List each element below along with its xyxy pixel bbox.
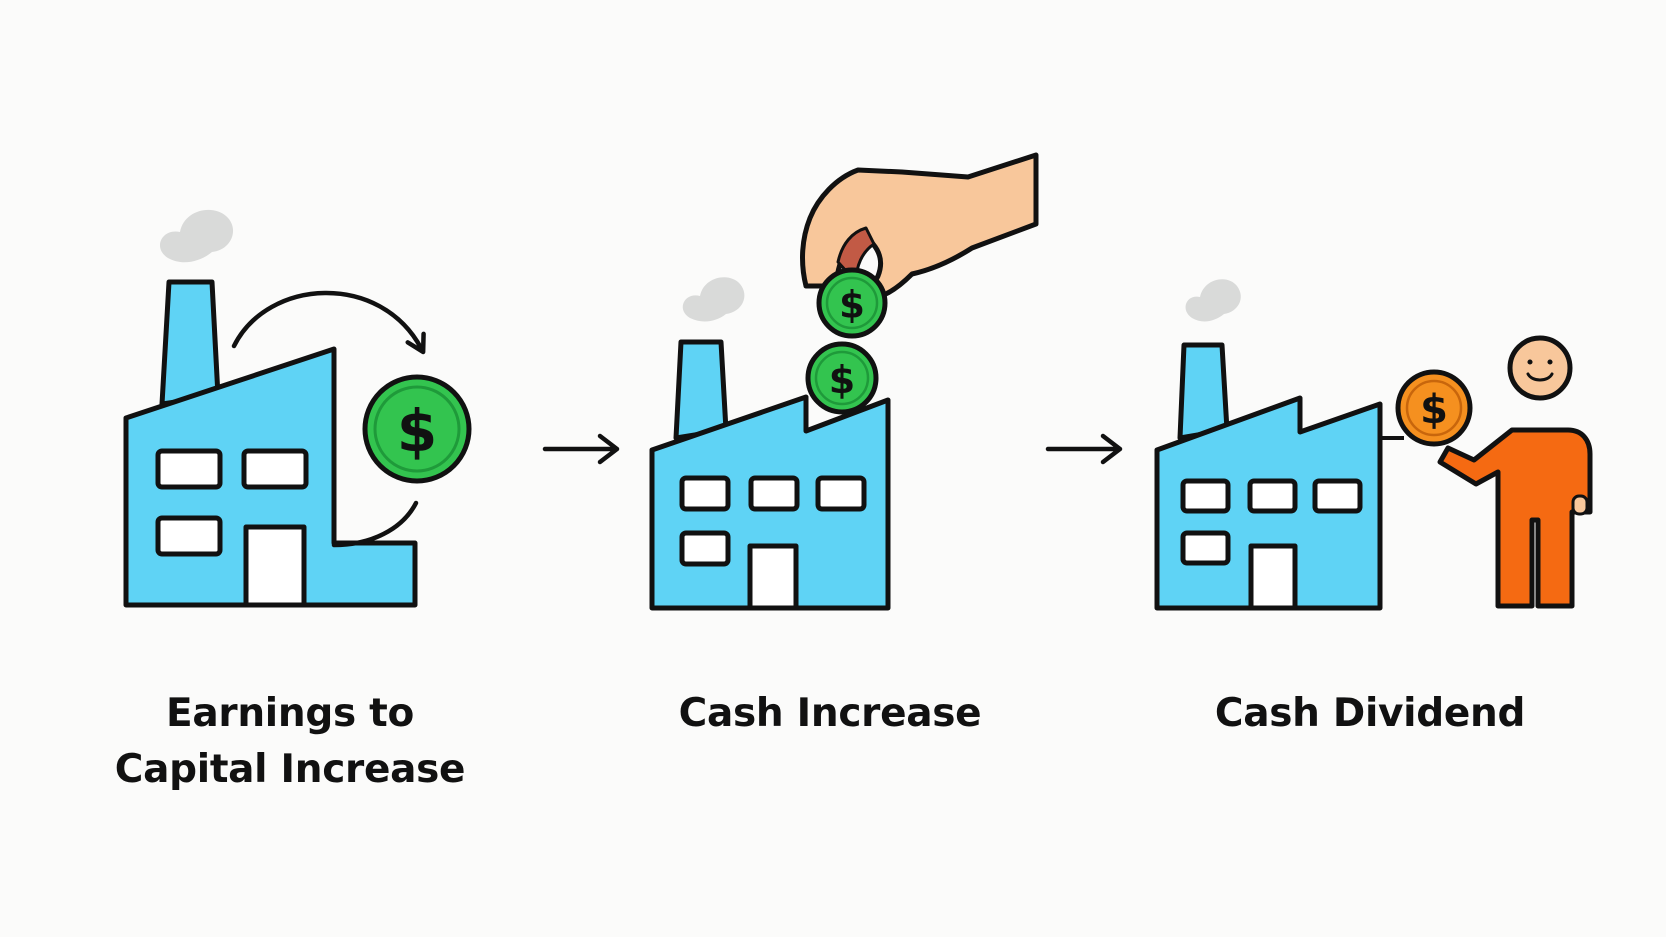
arrow-right-icon [542,433,620,465]
curved-arrow-icon [231,290,426,355]
person-icon [1437,335,1593,609]
stage-cash-dividend: $ [1154,279,1593,611]
stage-label-cash-dividend: Cash Dividend [1160,686,1580,742]
smoke-icon [1185,279,1241,322]
stage-cash-increase: $ $ [649,152,1039,611]
dollar-sign: $ [829,358,855,402]
stage-label-line: Earnings to [166,691,414,736]
dollar-coin-icon: $ [816,267,888,339]
stage-label-line: Cash Dividend [1214,691,1526,736]
smoke-icon [682,277,745,322]
dollar-sign: $ [1420,387,1448,433]
dollar-coin-icon: $ [805,341,879,415]
curved-arrow-icon [331,500,419,548]
arrow-right-icon [1045,433,1123,465]
dollar-sign: $ [839,284,865,327]
stage-label-cash-increase: Cash Increase [620,686,1040,742]
dollar-sign: $ [397,397,437,465]
stage-label-earnings-to-capital: Earnings to Capital Increase [90,686,490,798]
stage-earnings-to-capital: $ [123,209,472,608]
smoke-icon [159,209,234,263]
dollar-coin-icon: $ [1395,369,1473,447]
dollar-coin-icon: $ [362,374,472,484]
stage-label-line: Cash Increase [678,691,982,736]
factory-icon [649,339,891,611]
factory-icon [123,279,418,608]
stage-label-line: Capital Increase [114,747,466,792]
factory-icon [1154,342,1383,611]
